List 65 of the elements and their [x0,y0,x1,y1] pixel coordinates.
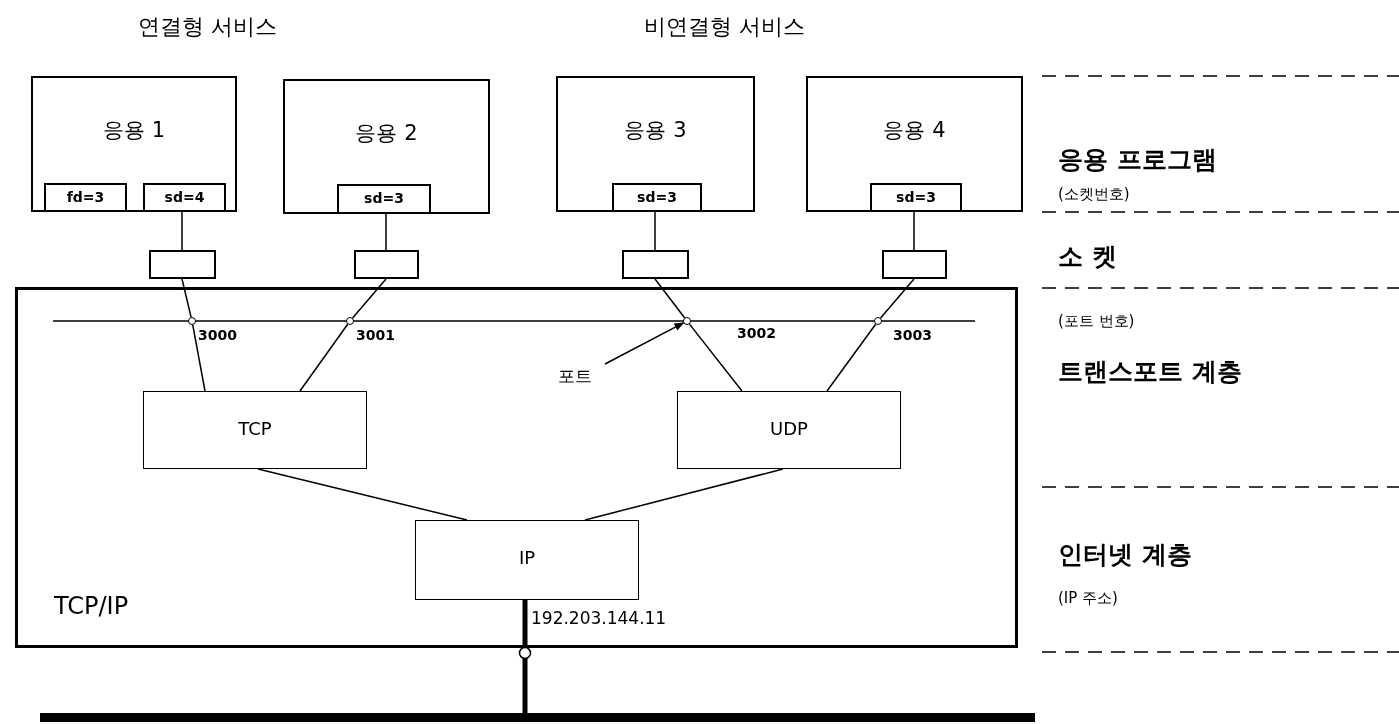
connector-line [522,600,528,713]
connector-line [299,323,349,392]
application-box [283,79,490,214]
box-label: IP [517,547,537,568]
protocol-box [415,520,639,600]
socket-box [882,250,947,279]
connector-line [879,278,915,319]
application-title: 응용 4 [882,117,947,144]
connector-line [181,278,192,318]
port-number: 3003 [893,327,932,343]
application-title: 응용 2 [354,120,419,147]
layer-note: (포트 번호) [1058,312,1135,331]
network-cable [40,713,1035,722]
box-label: sd=3 [895,189,937,205]
port-number: 3002 [737,325,776,341]
socket-box [622,250,689,279]
box-label: UDP [769,418,809,439]
layer-name: 소 켓 [1058,241,1117,273]
port-circle [346,317,354,325]
connector-line [351,278,387,319]
port-circle [874,317,882,325]
connector-line [584,468,784,521]
box-label: sd=4 [163,189,206,205]
layer-note: (소켓번호) [1058,185,1130,204]
socket-box [354,250,419,279]
socket-number-box [337,184,431,214]
connector-line [688,323,743,392]
port-number: 3000 [198,327,237,343]
port-number: 3001 [356,327,395,343]
layer-name: 인터넷 계층 [1058,539,1192,571]
layer-name: 응용 프로그램 [1058,144,1217,176]
layer-note: (IP 주소) [1058,589,1118,608]
leader-arrow [604,322,685,365]
protocol-stack-frame [15,287,1018,648]
connector-line [654,278,686,319]
application-title: 응용 1 [101,117,166,144]
box-label: sd=3 [363,190,405,206]
box-label: fd=3 [65,189,106,205]
connector-line [181,211,183,251]
service-heading: 연결형 서비스 [138,13,277,41]
connector-line [385,213,387,251]
connector-line [913,211,915,251]
connector-line [192,324,206,392]
connector-line [257,468,468,521]
connector-line [654,211,656,251]
box-label: sd=3 [636,189,678,205]
layer-name: 트랜스포트 계층 [1058,356,1242,388]
socket-box [149,250,216,279]
socket-number-box [143,183,226,212]
socket-number-box [44,183,127,212]
stack-label: TCP/IP [54,592,129,620]
socket-number-box [870,183,962,212]
socket-number-box [612,183,702,212]
protocol-box [677,391,901,469]
port-text: 포트 [558,365,592,388]
application-box [31,76,237,212]
port-circle [188,317,196,325]
connector-line [826,323,877,392]
box-label: TCP [237,418,273,439]
application-box [806,76,1023,212]
application-title: 응용 3 [623,117,688,144]
protocol-box [143,391,367,469]
port-circle [683,317,691,325]
service-heading: 비연결형 서비스 [644,13,805,41]
application-box [556,76,755,212]
